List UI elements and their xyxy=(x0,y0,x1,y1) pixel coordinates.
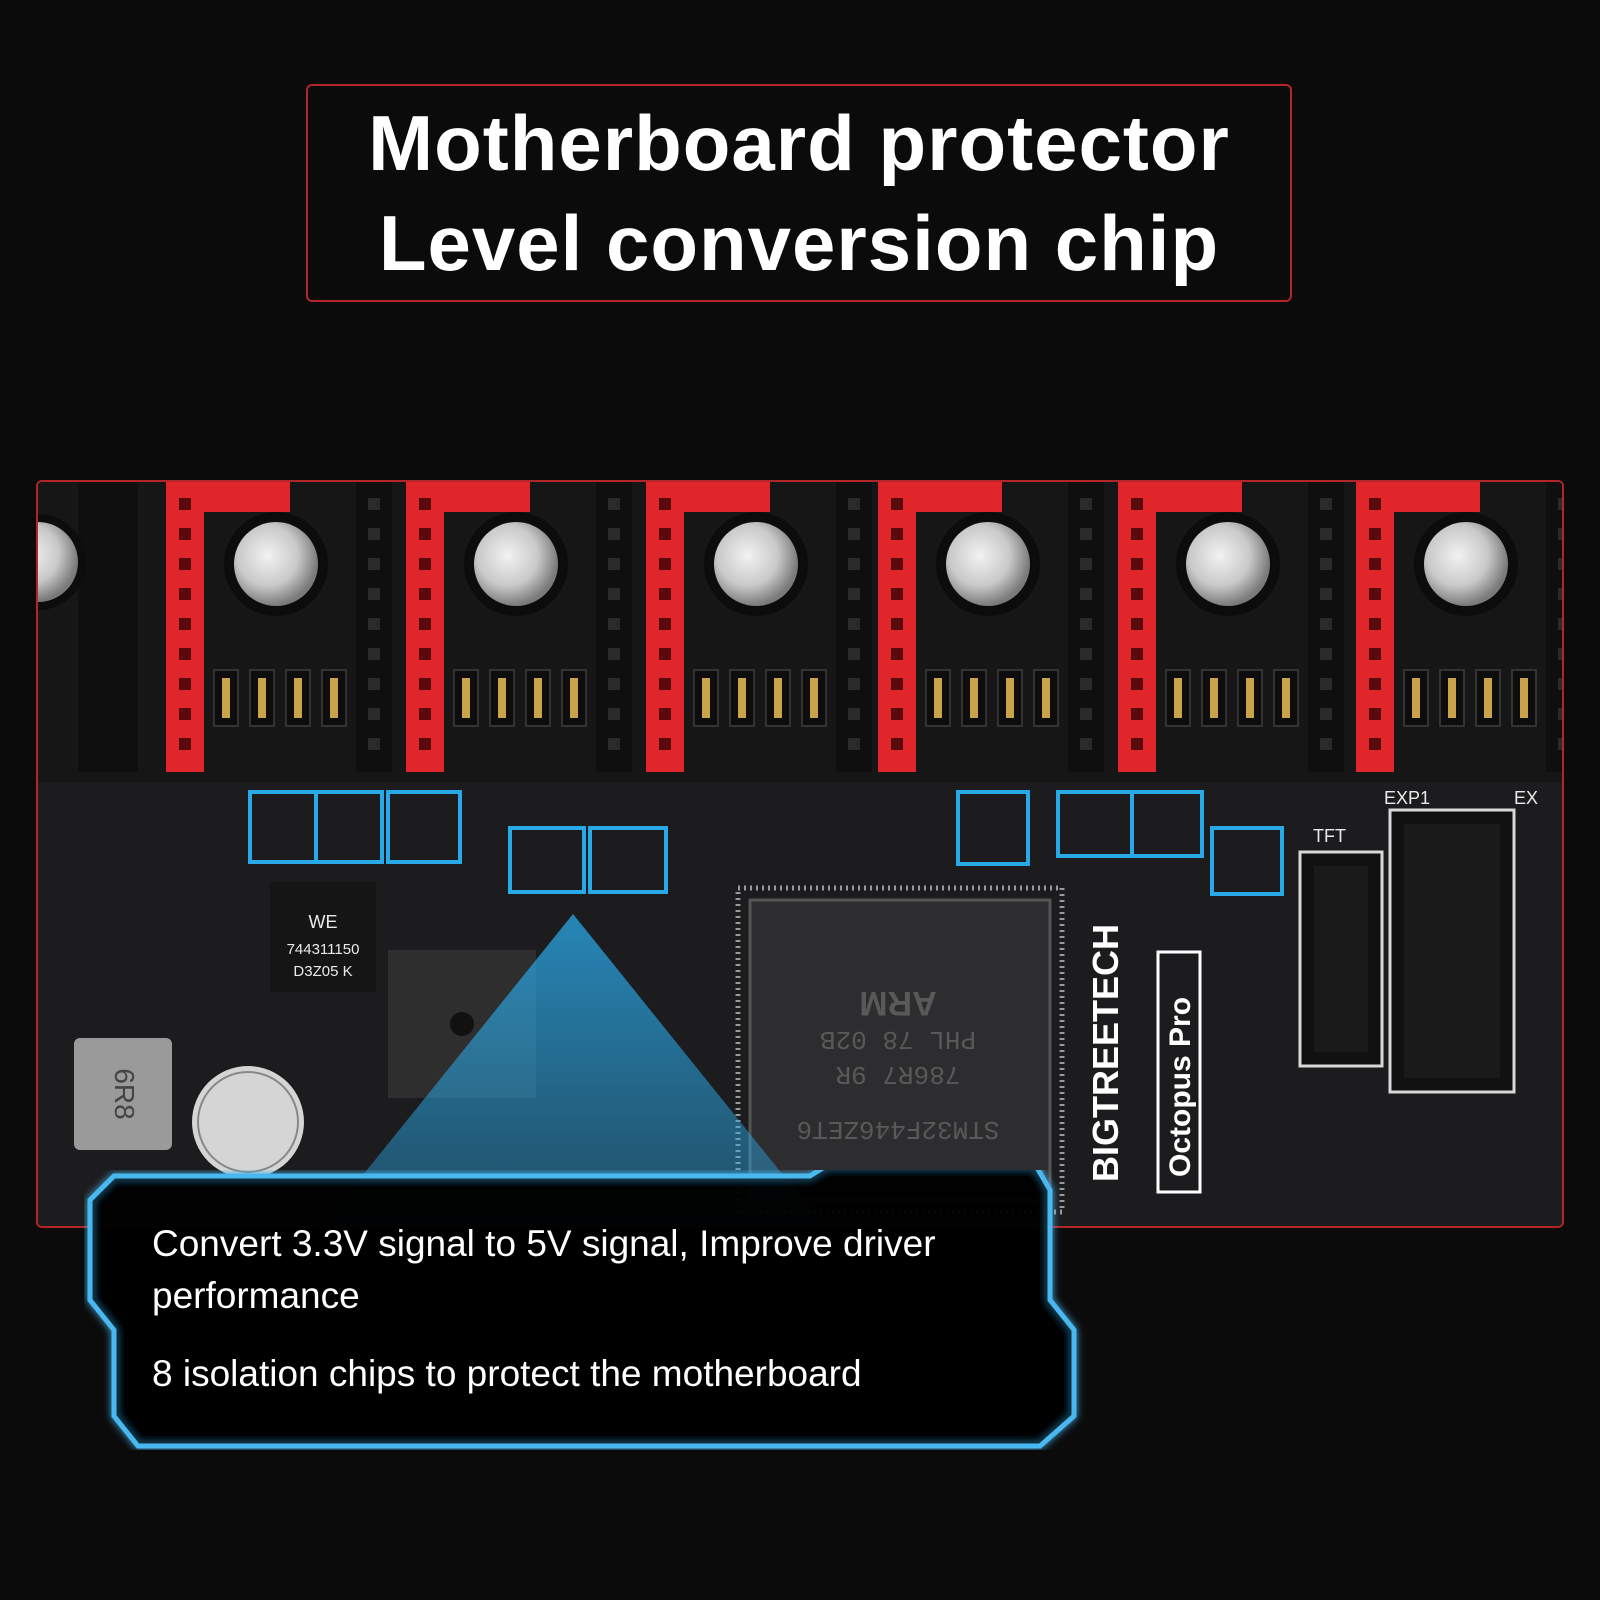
exp1-connector: EXP1 EX xyxy=(1384,788,1538,1094)
svg-text:TFT: TFT xyxy=(1313,826,1346,846)
isolation-chip-highlights xyxy=(248,790,1284,896)
driver-slot xyxy=(406,482,632,772)
driver-slots xyxy=(38,482,1562,772)
mcu-line-arm: ARM xyxy=(859,984,936,1022)
motherboard-illustration: ARM PHL 78 02B 786R7 9R STM32F446ZET6 BI… xyxy=(38,482,1562,1226)
mcu-line-4: STM32F446ZET6 xyxy=(797,1114,1000,1144)
driver-slot xyxy=(166,482,392,772)
svg-text:EX: EX xyxy=(1514,788,1538,808)
info-panel-frame xyxy=(87,1170,1077,1449)
mcu-line-3: 786R7 9R xyxy=(836,1059,961,1089)
info-line-1: Convert 3.3V signal to 5V signal, Improv… xyxy=(152,1223,936,1316)
model-label: Octopus Pro xyxy=(1164,997,1197,1177)
brand-label: BIGTREETECH xyxy=(1085,924,1126,1182)
driver-slot xyxy=(1356,482,1562,772)
bulk-capacitor xyxy=(192,1066,304,1178)
svg-text:EXP1: EXP1 xyxy=(1384,788,1430,808)
info-panel: Convert 3.3V signal to 5V signal, Improv… xyxy=(84,1170,1104,1450)
driver-slot xyxy=(646,482,872,772)
inductor-block: WE 744311150 D3Z05 K xyxy=(270,882,376,992)
title-line-2: Level conversion chip xyxy=(378,199,1220,287)
svg-text:744311150: 744311150 xyxy=(287,941,360,958)
title-box: Motherboard protector Level conversion c… xyxy=(306,84,1292,302)
title-line-1: Motherboard protector xyxy=(368,99,1230,187)
svg-text:6R8: 6R8 xyxy=(109,1068,140,1119)
driver-slot xyxy=(878,482,1104,772)
mcu-chip: ARM PHL 78 02B 786R7 9R STM32F446ZET6 xyxy=(735,885,1065,1215)
svg-text:WE: WE xyxy=(309,912,338,932)
power-coil: 6R8 xyxy=(74,1038,172,1150)
highlight-beam xyxy=(322,914,824,1226)
tft-connector: TFT xyxy=(1298,826,1384,1068)
svg-text:D3Z05 K: D3Z05 K xyxy=(293,963,352,980)
info-line-2: 8 isolation chips to protect the motherb… xyxy=(152,1353,862,1394)
motherboard-image: ARM PHL 78 02B 786R7 9R STM32F446ZET6 BI… xyxy=(36,480,1564,1228)
driver-slot xyxy=(1118,482,1344,772)
mcu-line-2: PHL 78 02B xyxy=(820,1024,976,1054)
